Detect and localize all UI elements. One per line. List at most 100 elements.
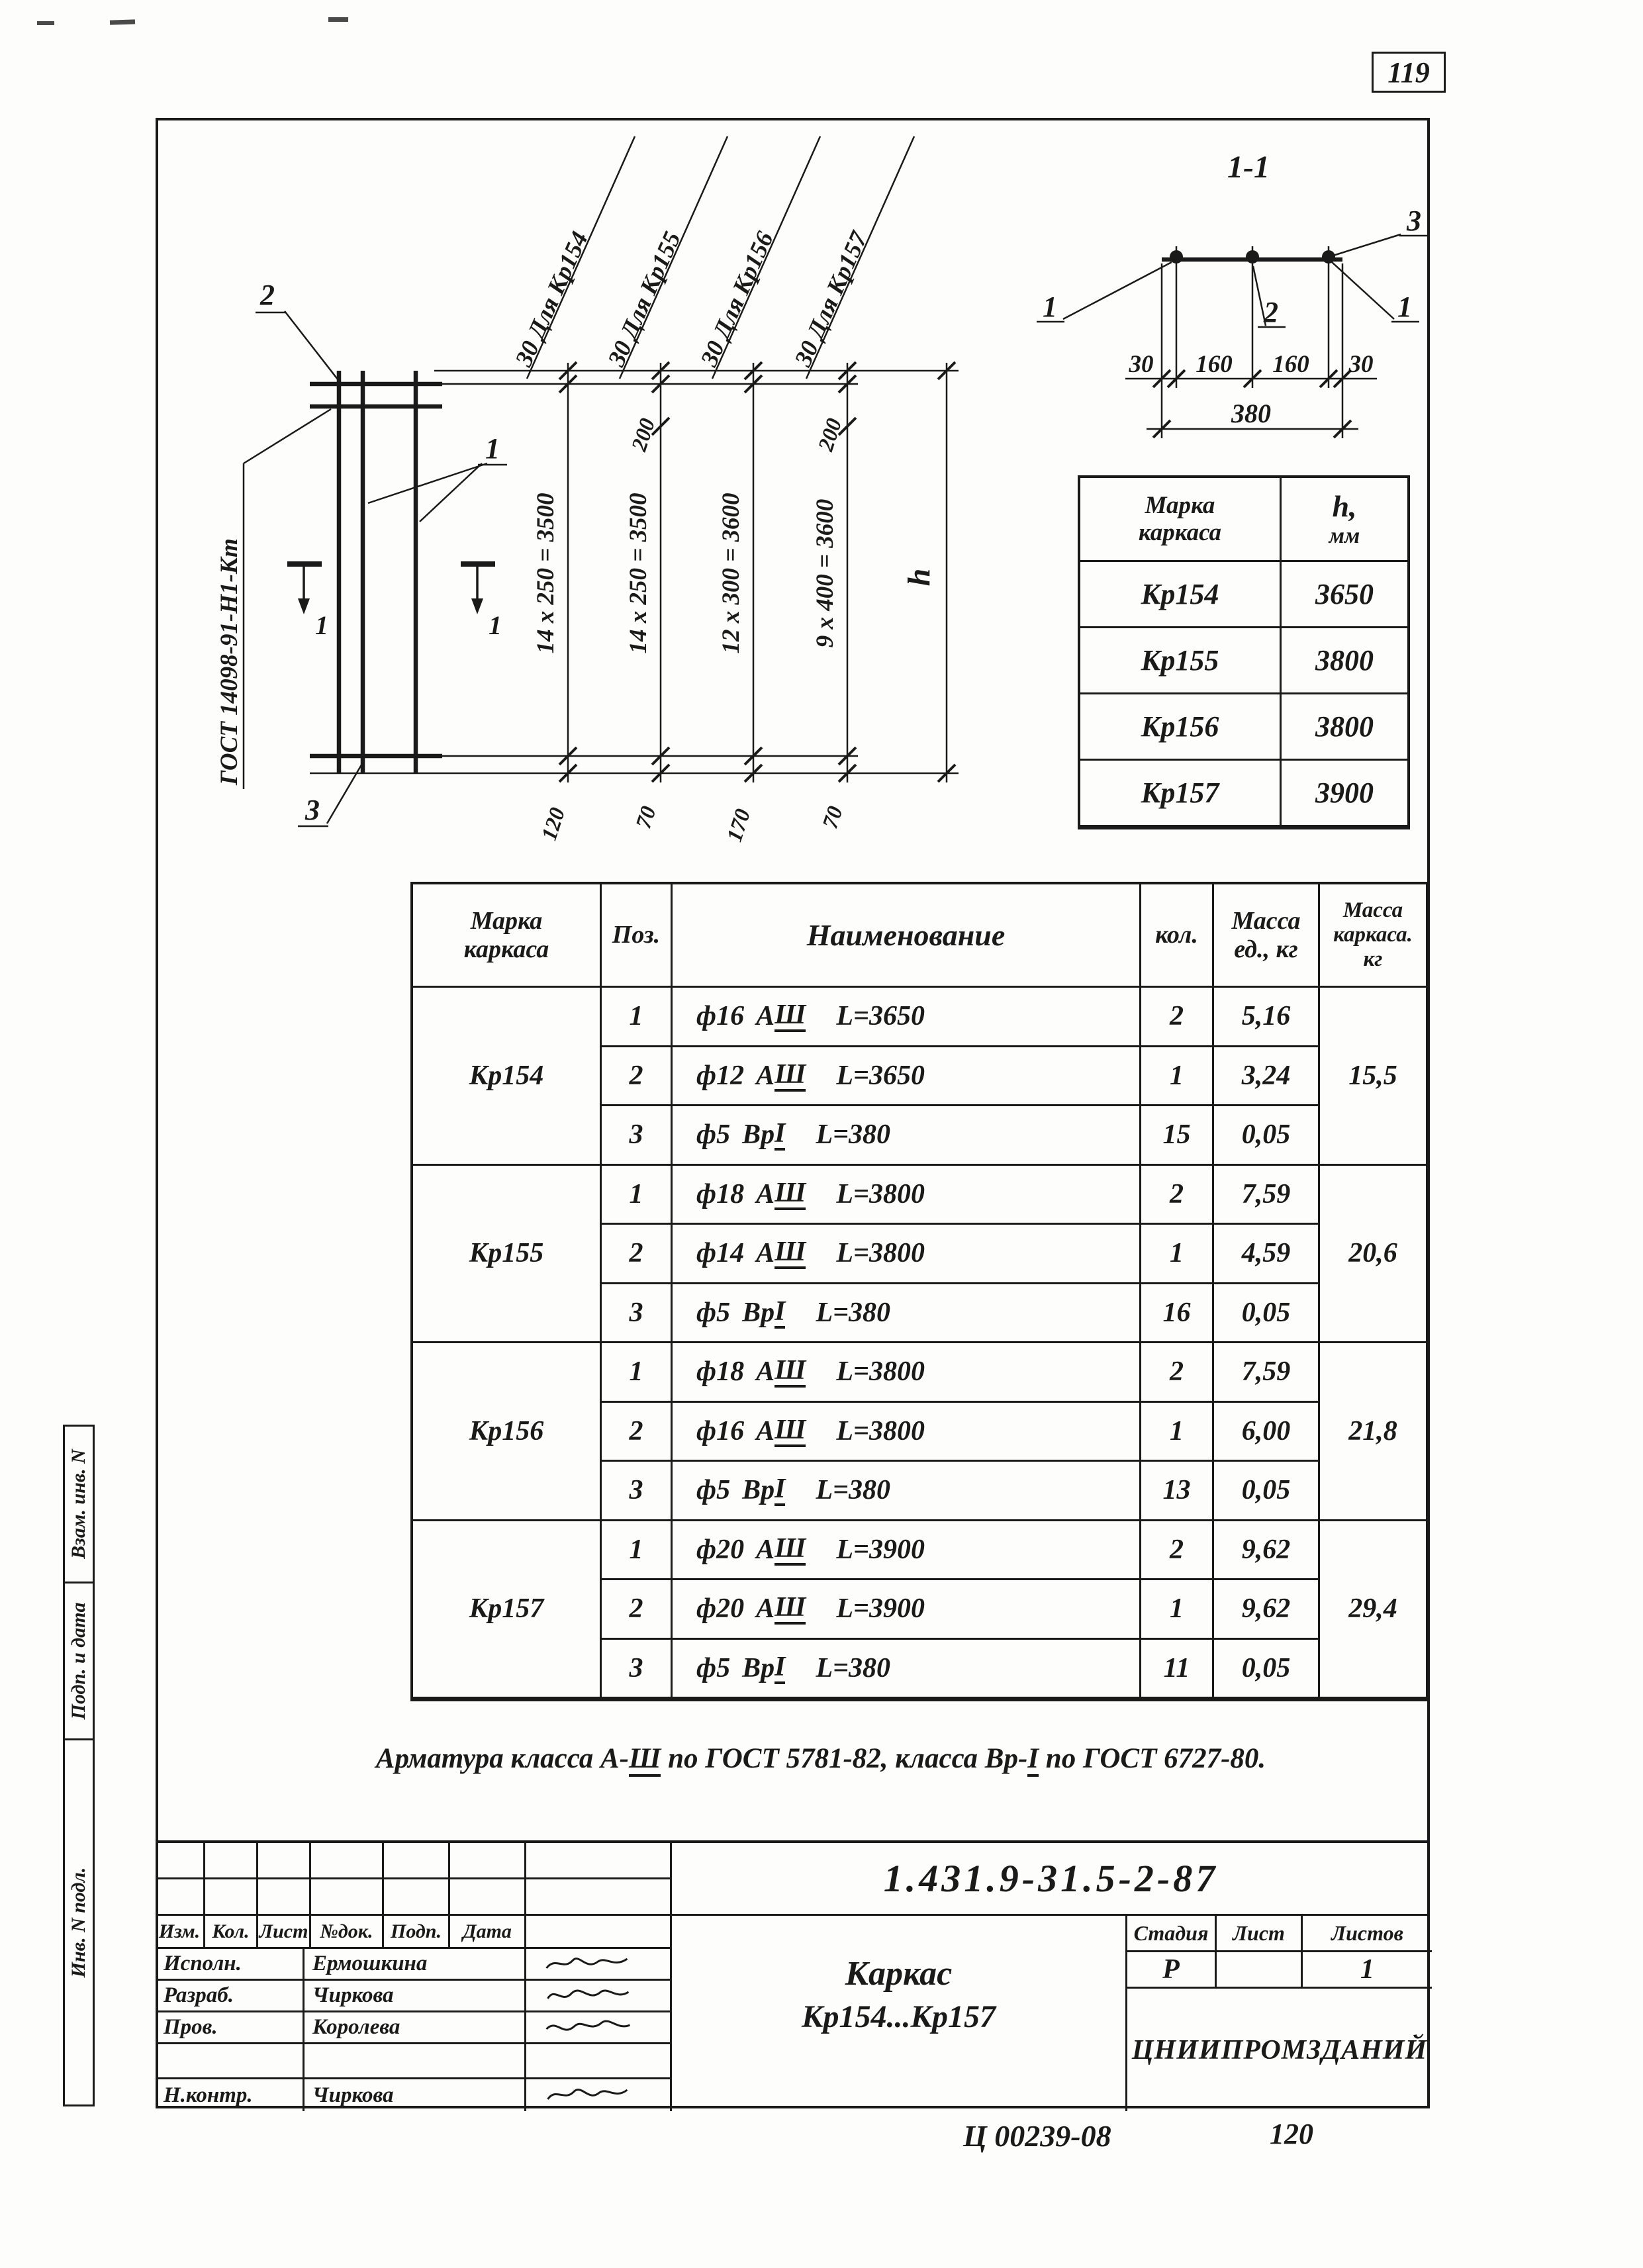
pos-cell: 2 xyxy=(602,1580,673,1640)
dim-tail-label: 70 xyxy=(632,804,661,832)
cell-text: Кр156 xyxy=(1141,710,1219,743)
pos-cell: 3 xyxy=(602,1462,673,1521)
cell-text: 13 xyxy=(1162,1475,1191,1506)
sheet-value xyxy=(1217,1952,1303,1989)
cell-text: 3,24 xyxy=(1241,1060,1291,1091)
cell-text: ф14 xyxy=(696,1238,745,1269)
rev-header-data: Дата xyxy=(450,1916,526,1949)
cell-text: Кр154 xyxy=(1141,578,1219,610)
cell-text: I xyxy=(775,1119,786,1151)
staff-name: Чиркова xyxy=(305,2079,526,2111)
stage-value: Р xyxy=(1127,1952,1217,1989)
revision-cell xyxy=(205,1879,258,1916)
qty-cell: 1 xyxy=(1141,1402,1214,1462)
signature-scribble xyxy=(545,1957,628,1969)
height-row-value: 3800 xyxy=(1282,628,1407,694)
revision-cell xyxy=(258,1843,311,1879)
staff-role: Пров. xyxy=(156,2012,305,2044)
pos-cell: 3 xyxy=(602,1639,673,1699)
note-text: Ш xyxy=(628,1743,661,1777)
dim-run-label: 12 x 300 = 3600 xyxy=(718,493,745,653)
cell-text: 9,62 xyxy=(1241,1534,1291,1565)
dim-run-label: 9 x 400 = 3600 xyxy=(812,499,839,648)
cell-text: I xyxy=(775,1652,786,1684)
dim-extra-label: 200 xyxy=(814,416,847,455)
cage-mark-cell: Кр157 xyxy=(413,1521,602,1699)
header-text: кг xyxy=(1363,947,1383,971)
note-text: по ГОСТ 6727-80. xyxy=(1039,1743,1266,1774)
height-row-mark: Кр155 xyxy=(1080,628,1282,694)
revision-cell xyxy=(450,1879,526,1916)
cell-text: Ш xyxy=(775,1060,806,1092)
organization: ЦНИИПРОМЗДАНИЙ xyxy=(1131,2034,1428,2065)
qty-cell: 1 xyxy=(1141,1580,1214,1640)
section-arrow xyxy=(298,598,310,614)
qty-cell: 1 xyxy=(1141,1225,1214,1284)
cell-text: Ш xyxy=(775,1356,806,1388)
revision-cell xyxy=(258,1879,311,1916)
header-text: каркаса. xyxy=(1333,923,1413,947)
dim-top-label: 30 Для Кр155 xyxy=(602,228,686,371)
unit-mass-cell: 6,00 xyxy=(1214,1402,1320,1462)
cell-text: Ш xyxy=(775,1178,806,1210)
drawing-frame xyxy=(156,118,1430,2108)
cell-text: 2 xyxy=(1170,1356,1184,1388)
cell-text: I xyxy=(775,1297,786,1329)
cell-text: 1 xyxy=(629,1534,643,1565)
section-callout-1: 1 xyxy=(1043,291,1057,323)
dim-run-label: 14 x 250 = 3500 xyxy=(532,493,559,653)
cell-text: ф20 xyxy=(696,1534,745,1565)
subject-range: Кр154...Кр157 xyxy=(801,1999,996,2034)
qty-cell: 16 xyxy=(1141,1284,1214,1343)
rev-header-kol: Кол. xyxy=(205,1916,258,1949)
callout-2: 2 xyxy=(259,279,275,311)
header-text: Масса xyxy=(1231,906,1301,935)
cell-text: 5,16 xyxy=(1241,1001,1291,1032)
section-title: 1-1 xyxy=(1227,150,1270,185)
unit-mass-cell: 0,05 xyxy=(1214,1106,1320,1166)
cell-text: А xyxy=(756,1356,775,1388)
pos-cell: 1 xyxy=(602,1343,673,1403)
cell-text: 2 xyxy=(1170,1178,1184,1209)
header-text: каркаса xyxy=(463,935,549,963)
cell-text: 3 xyxy=(629,1652,643,1683)
col-header-pos: Поз. xyxy=(602,884,673,988)
cell-text: А xyxy=(756,1060,775,1091)
unit-mass-cell: 0,05 xyxy=(1214,1284,1320,1343)
cell-text: 3 xyxy=(629,1119,643,1151)
cell-text: 7,59 xyxy=(1241,1356,1291,1388)
staff-signature xyxy=(526,1981,670,2012)
cell-text: L=3900 xyxy=(836,1593,925,1625)
rev-header-izm: Изм. xyxy=(156,1916,205,1949)
staff-cell-empty xyxy=(156,2044,305,2079)
cell-text: L=3650 xyxy=(836,1060,925,1091)
cell-text: А xyxy=(756,1593,775,1625)
col-header-qty: кол. xyxy=(1141,884,1214,988)
cell-text: ф18 xyxy=(696,1178,745,1209)
sheet-label: Лист xyxy=(1217,1916,1303,1952)
cell-text: L=3800 xyxy=(836,1415,925,1446)
cell-text: 3 xyxy=(629,1475,643,1506)
height-row-value: 3800 xyxy=(1282,694,1407,761)
qty-cell: 2 xyxy=(1141,1343,1214,1403)
cell-text: 0,05 xyxy=(1241,1297,1291,1328)
signature-scribble xyxy=(547,2089,628,2100)
pos-cell: 3 xyxy=(602,1284,673,1343)
qty-cell: 11 xyxy=(1141,1639,1214,1699)
cell-text: ф5 xyxy=(696,1475,731,1506)
revision-cell xyxy=(156,1843,205,1879)
height-row-mark: Кр156 xyxy=(1080,694,1282,761)
cell-text: Вр xyxy=(742,1475,775,1506)
unit-mass-cell: 3,24 xyxy=(1214,1047,1320,1106)
cell-text: 1 xyxy=(1170,1238,1184,1269)
side-box-inv: Инв. N подл. xyxy=(63,1738,95,2106)
page-number: 119 xyxy=(1387,56,1430,89)
cell-text: 16 xyxy=(1162,1297,1191,1328)
subject-box: Каркас Кр154...Кр157 xyxy=(670,1916,1125,2111)
unit-mass-cell: 0,05 xyxy=(1214,1639,1320,1699)
cell-text: L=3800 xyxy=(836,1356,925,1388)
